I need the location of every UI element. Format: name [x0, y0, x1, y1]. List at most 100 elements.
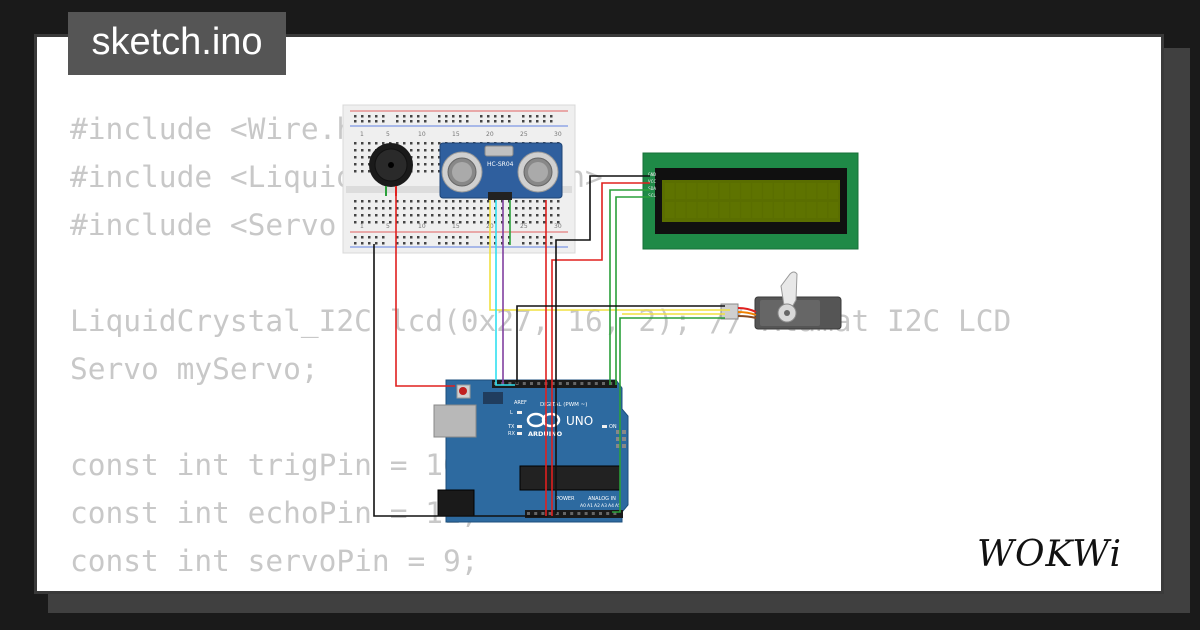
bb-hole [480, 242, 483, 245]
bb-hole [494, 120, 497, 123]
bb-hole [361, 149, 364, 152]
lcd-char-cell [665, 183, 675, 199]
bb-hole [466, 214, 469, 217]
header-pin [527, 512, 530, 515]
lcd-pin-gnd: GND [648, 172, 656, 178]
bb-col-num: 1 [360, 131, 364, 138]
bb-hole [438, 221, 441, 224]
bb-hole [361, 221, 364, 224]
bb-hole [396, 221, 399, 224]
bb-hole [529, 200, 532, 203]
bb-hole [354, 120, 357, 123]
bb-hole [466, 242, 469, 245]
bb-hole [403, 221, 406, 224]
bb-hole [508, 115, 511, 118]
bb-hole [501, 115, 504, 118]
lcd-char-cell [741, 202, 751, 218]
bb-hole [403, 200, 406, 203]
bb-hole [529, 115, 532, 118]
bb-hole [424, 236, 427, 239]
lcd-char-grid [665, 183, 838, 218]
bb-hole [452, 214, 455, 217]
bb-hole [354, 242, 357, 245]
bb-hole [354, 149, 357, 152]
on-label: ON [609, 424, 617, 430]
header-pin [563, 512, 566, 515]
bb-hole [550, 221, 553, 224]
lcd-char-cell [686, 202, 697, 218]
wokwi-logo: WOKWi [977, 534, 1121, 575]
sketch-filename-tag: sketch.ino [68, 12, 286, 75]
bb-hole [389, 200, 392, 203]
header-pin [602, 382, 605, 385]
arduino-uno[interactable]: AREF DIGITAL (PWM ~) UNO ARDUINO L TX RX… [433, 379, 629, 523]
bb-hole [459, 207, 462, 210]
bb-hole [396, 120, 399, 123]
bb-hole [382, 207, 385, 210]
bb-hole [431, 221, 434, 224]
bb-hole [368, 236, 371, 239]
bb-hole [368, 221, 371, 224]
header-pin [584, 512, 588, 515]
bb-hole [445, 221, 448, 224]
ultrasonic-sensor[interactable]: HC-SR04 [439, 142, 563, 200]
tx-label: TX [507, 424, 515, 430]
bb-col-num: 10 [418, 223, 426, 230]
bb-hole [501, 120, 504, 123]
bb-hole [396, 200, 399, 203]
bb-hole [557, 200, 560, 203]
buzzer[interactable] [369, 143, 413, 196]
bb-hole [368, 149, 371, 152]
bb-hole [459, 242, 462, 245]
bb-hole [403, 115, 406, 118]
lcd-pin-labels: GND VCC SDA SCL [648, 172, 656, 199]
reset-button[interactable] [459, 387, 467, 395]
lcd-char-cell [697, 202, 708, 218]
bb-hole [466, 207, 469, 210]
bb-col-num: 15 [452, 131, 460, 138]
bb-hole [382, 115, 385, 118]
header-pin [558, 382, 562, 385]
bb-hole [529, 221, 532, 224]
bb-hole [529, 242, 532, 245]
analog-label: ANALOG IN [588, 496, 616, 502]
bb-hole [410, 149, 413, 152]
bb-hole [452, 115, 455, 118]
bb-hole [368, 214, 371, 217]
bb-hole [382, 120, 385, 123]
bb-hole [480, 207, 483, 210]
lcd-char-cell [817, 183, 828, 199]
wire-sensor-yellow [489, 200, 730, 311]
bb-hole [382, 221, 385, 224]
bb-hole [536, 115, 539, 118]
lcd-char-cell [719, 202, 729, 218]
power-jack [437, 489, 475, 517]
bb-hole [410, 115, 413, 118]
bb-hole [424, 149, 427, 152]
bb-hole [536, 221, 539, 224]
bb-hole [522, 207, 525, 210]
bb-hole [368, 207, 371, 210]
wire-lcd-gnd [555, 175, 650, 514]
bb-hole [536, 207, 539, 210]
bb-hole [361, 242, 364, 245]
lcd-display[interactable]: GND VCC SDA SCL [642, 152, 859, 250]
bb-hole [466, 120, 469, 123]
bb-hole [522, 242, 525, 245]
bb-hole [452, 221, 455, 224]
lcd-char-cell [708, 202, 719, 218]
header-pin [594, 382, 598, 385]
bb-hole [480, 214, 483, 217]
bb-hole [361, 200, 364, 203]
header-pin [551, 382, 555, 385]
servo-motor[interactable] [720, 271, 842, 330]
bb-hole [354, 200, 357, 203]
bb-hole [424, 120, 427, 123]
pin-a4: A4 [608, 503, 614, 509]
header-pin [537, 382, 541, 385]
bb-hole [375, 115, 378, 118]
lcd-char-cell [686, 183, 697, 199]
bb-hole [487, 242, 490, 245]
bb-hole [466, 236, 469, 239]
